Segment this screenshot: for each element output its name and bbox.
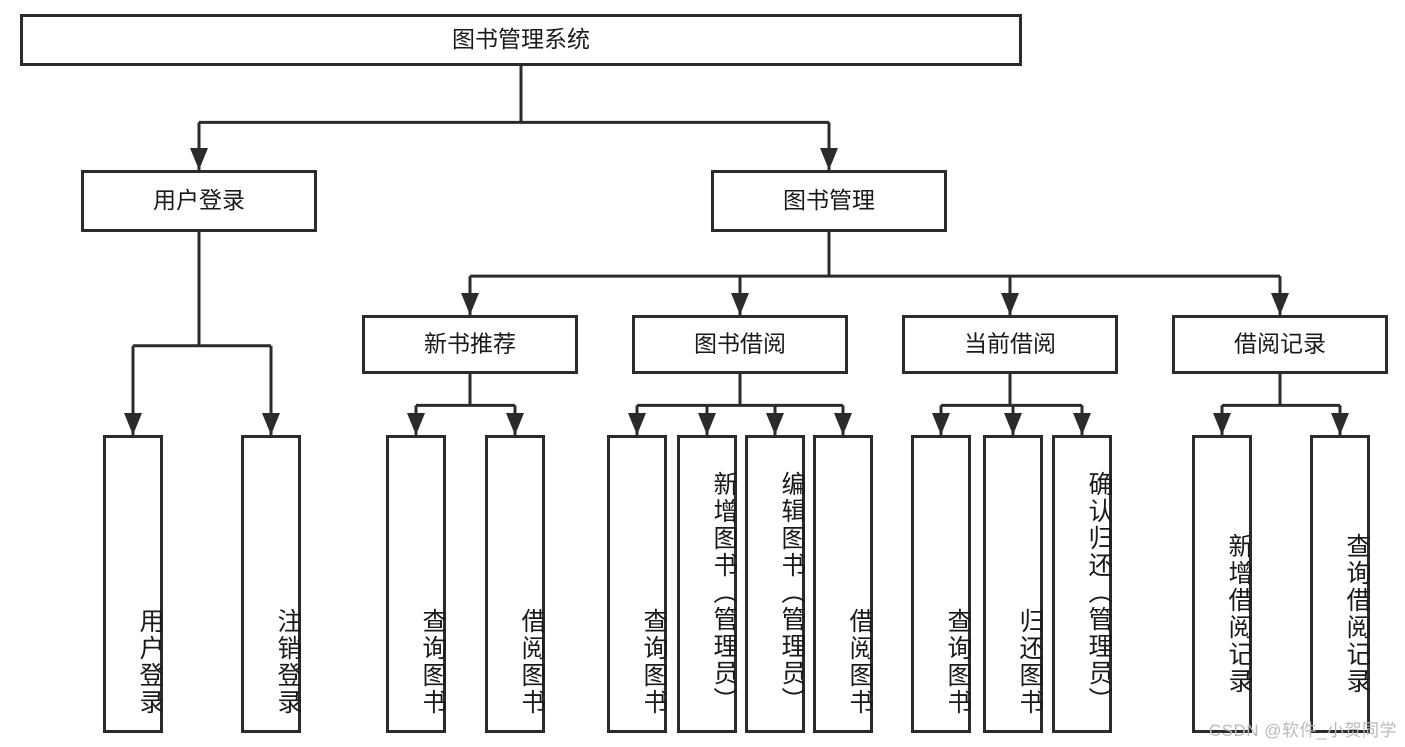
arrow-head bbox=[262, 413, 280, 435]
node-box-leaf-borrow-book-1[interactable] bbox=[485, 435, 545, 733]
node-book-borrow[interactable]: 图书借阅 bbox=[632, 315, 848, 374]
node-box-leaf-add-record[interactable] bbox=[1192, 435, 1252, 733]
arrow-head bbox=[731, 293, 749, 315]
arrow-head bbox=[932, 413, 950, 435]
node-box-leaf-query-book-3[interactable] bbox=[911, 435, 971, 733]
node-leaf-query-book-1[interactable] bbox=[386, 435, 446, 733]
edge-group-borrow-record bbox=[1213, 374, 1349, 435]
node-box-new-book-recommend[interactable] bbox=[362, 315, 578, 374]
node-label-user-login: 用户登录 bbox=[153, 187, 245, 213]
node-box-leaf-query-record[interactable] bbox=[1310, 435, 1370, 733]
node-label-current-borrow: 当前借阅 bbox=[964, 331, 1056, 357]
node-box-book-manage[interactable] bbox=[711, 170, 947, 232]
node-box-leaf-query-book-2[interactable] bbox=[607, 435, 667, 733]
node-box-leaf-query-book-1[interactable] bbox=[386, 435, 446, 733]
arrow-head bbox=[1073, 413, 1091, 435]
arrow-head bbox=[1213, 413, 1231, 435]
edge-group-book-borrow bbox=[628, 374, 852, 435]
arrow-head bbox=[461, 293, 479, 315]
node-box-user-login[interactable] bbox=[81, 170, 317, 232]
arrow-head bbox=[698, 413, 716, 435]
node-book-manage[interactable]: 图书管理 bbox=[711, 170, 947, 232]
node-box-borrow-record[interactable] bbox=[1172, 315, 1388, 374]
node-leaf-add-book[interactable] bbox=[677, 435, 737, 733]
node-leaf-query-book-2[interactable] bbox=[607, 435, 667, 733]
node-label-root: 图书管理系统 bbox=[452, 26, 590, 52]
node-box-leaf-user-login[interactable] bbox=[103, 435, 163, 733]
node-box-leaf-edit-book[interactable] bbox=[745, 435, 805, 733]
arrow-head bbox=[190, 148, 208, 170]
node-leaf-add-record[interactable] bbox=[1192, 435, 1252, 733]
node-box-leaf-add-book[interactable] bbox=[677, 435, 737, 733]
node-box-leaf-confirm-return[interactable] bbox=[1052, 435, 1112, 733]
node-leaf-borrow-book-1[interactable] bbox=[485, 435, 545, 733]
edge-group-book-manage bbox=[461, 232, 1289, 315]
arrow-head bbox=[628, 413, 646, 435]
arrow-head bbox=[766, 413, 784, 435]
node-box-book-borrow[interactable] bbox=[632, 315, 848, 374]
node-leaf-confirm-return[interactable] bbox=[1052, 435, 1112, 733]
node-leaf-query-record[interactable] bbox=[1310, 435, 1370, 733]
node-box-leaf-borrow-book-2[interactable] bbox=[813, 435, 873, 733]
node-box-current-borrow[interactable] bbox=[902, 315, 1118, 374]
node-leaf-user-logout[interactable] bbox=[241, 435, 301, 733]
edge-group-new-book-recommend bbox=[407, 374, 524, 435]
node-borrow-record[interactable]: 借阅记录 bbox=[1172, 315, 1388, 374]
node-root[interactable]: 图书管理系统 bbox=[20, 14, 1022, 66]
node-leaf-borrow-book-2[interactable] bbox=[813, 435, 873, 733]
node-current-borrow[interactable]: 当前借阅 bbox=[902, 315, 1118, 374]
arrow-head bbox=[834, 413, 852, 435]
arrow-head bbox=[1331, 413, 1349, 435]
arrow-head bbox=[1004, 413, 1022, 435]
edge-group-root bbox=[190, 66, 838, 170]
arrow-head bbox=[820, 148, 838, 170]
node-label-borrow-record: 借阅记录 bbox=[1234, 331, 1326, 357]
node-box-leaf-user-logout[interactable] bbox=[241, 435, 301, 733]
node-leaf-return-book[interactable] bbox=[983, 435, 1043, 733]
node-new-book-recommend[interactable]: 新书推荐 bbox=[362, 315, 578, 374]
node-user-login[interactable]: 用户登录 bbox=[81, 170, 317, 232]
node-label-book-borrow: 图书借阅 bbox=[694, 331, 786, 357]
node-leaf-edit-book[interactable] bbox=[745, 435, 805, 733]
node-leaf-user-login[interactable] bbox=[103, 435, 163, 733]
arrow-head bbox=[407, 413, 425, 435]
node-box-leaf-return-book[interactable] bbox=[983, 435, 1043, 733]
arrow-head bbox=[1271, 293, 1289, 315]
node-leaf-query-book-3[interactable] bbox=[911, 435, 971, 733]
watermark: CSDN @软件_小贺同学 bbox=[1208, 721, 1397, 740]
node-box-root[interactable] bbox=[20, 14, 1022, 66]
edge-group-current-borrow bbox=[932, 374, 1091, 435]
node-label-new-book-recommend: 新书推荐 bbox=[424, 331, 516, 357]
edge-group-user-login bbox=[124, 232, 280, 435]
node-label-book-manage: 图书管理 bbox=[783, 187, 875, 213]
arrow-head bbox=[124, 413, 142, 435]
arrow-head bbox=[1001, 293, 1019, 315]
arrow-head bbox=[506, 413, 524, 435]
